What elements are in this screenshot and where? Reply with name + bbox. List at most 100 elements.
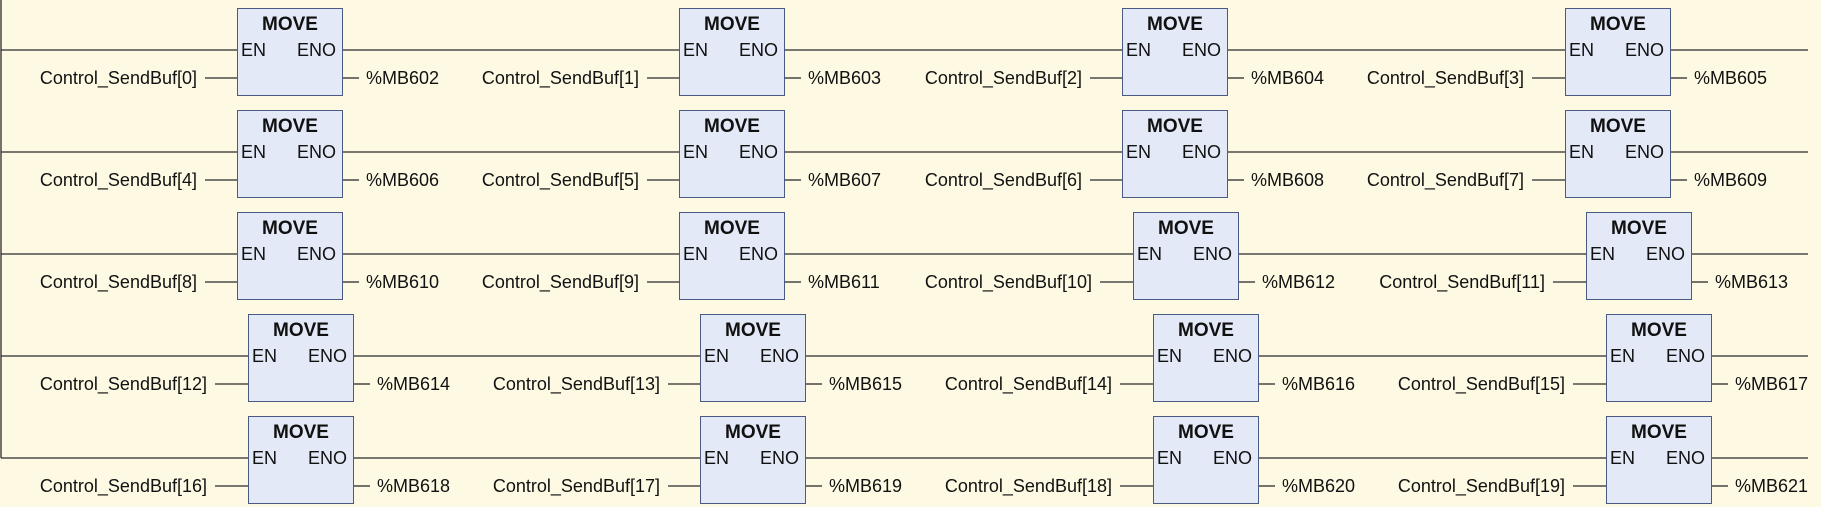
output-operand[interactable]: %MB612 — [1262, 272, 1336, 292]
move-block[interactable]: MOVE EN ENO — [1565, 110, 1671, 198]
output-operand[interactable]: %MB613 — [1715, 272, 1789, 292]
en-pin-label: EN — [704, 448, 730, 468]
eno-pin-label: ENO — [1665, 448, 1705, 468]
eno-pin-label: ENO — [759, 448, 799, 468]
input-operand[interactable]: Control_SendBuf[14] — [944, 374, 1112, 394]
output-operand[interactable]: %MB604 — [1251, 68, 1325, 88]
en-pin-label: EN — [241, 244, 267, 264]
output-operand[interactable]: %MB614 — [377, 374, 451, 394]
eno-pin-label: ENO — [738, 244, 778, 264]
en-pin-label: EN — [252, 346, 278, 366]
input-operand[interactable]: Control_SendBuf[6] — [924, 170, 1082, 190]
en-pin-label: EN — [252, 448, 278, 468]
move-block-title: MOVE — [1178, 422, 1234, 443]
move-block-title: MOVE — [1178, 320, 1234, 341]
input-operand[interactable]: Control_SendBuf[13] — [492, 374, 660, 394]
move-block-title: MOVE — [262, 116, 318, 137]
output-operand[interactable]: %MB607 — [808, 170, 882, 190]
move-block[interactable]: MOVE EN ENO — [700, 416, 806, 504]
output-operand[interactable]: %MB619 — [829, 476, 903, 496]
eno-pin-label: ENO — [1212, 346, 1252, 366]
output-operand[interactable]: %MB610 — [366, 272, 440, 292]
move-block[interactable]: MOVE EN ENO — [1153, 416, 1259, 504]
input-operand[interactable]: Control_SendBuf[0] — [39, 68, 197, 88]
eno-pin-label: ENO — [738, 142, 778, 162]
input-operand[interactable]: Control_SendBuf[12] — [39, 374, 207, 394]
input-operand[interactable]: Control_SendBuf[11] — [1379, 272, 1545, 292]
en-pin-label: EN — [1610, 346, 1636, 366]
input-operand[interactable]: Control_SendBuf[2] — [924, 68, 1082, 88]
move-block-title: MOVE — [262, 14, 318, 35]
en-pin-label: EN — [704, 346, 730, 366]
en-pin-label: EN — [1157, 448, 1183, 468]
output-operand[interactable]: %MB617 — [1735, 374, 1809, 394]
input-operand[interactable]: Control_SendBuf[18] — [944, 476, 1112, 496]
move-block-title: MOVE — [1158, 218, 1214, 239]
eno-pin-label: ENO — [296, 142, 336, 162]
input-operand[interactable]: Control_SendBuf[8] — [39, 272, 197, 292]
output-operand[interactable]: %MB616 — [1282, 374, 1356, 394]
en-pin-label: EN — [1590, 244, 1616, 264]
output-operand[interactable]: %MB615 — [829, 374, 903, 394]
eno-pin-label: ENO — [759, 346, 799, 366]
input-operand[interactable]: Control_SendBuf[7] — [1366, 170, 1524, 190]
input-operand[interactable]: Control_SendBuf[4] — [39, 170, 197, 190]
move-block-title: MOVE — [1590, 116, 1646, 137]
move-block-title: MOVE — [1147, 14, 1203, 35]
input-operand[interactable]: Control_SendBuf[15] — [1397, 374, 1565, 394]
eno-pin-label: ENO — [1192, 244, 1232, 264]
move-block-title: MOVE — [704, 116, 760, 137]
output-operand[interactable]: %MB605 — [1694, 68, 1768, 88]
output-operand[interactable]: %MB621 — [1735, 476, 1809, 496]
en-pin-label: EN — [1569, 142, 1595, 162]
eno-pin-label: ENO — [1212, 448, 1252, 468]
output-operand[interactable]: %MB602 — [366, 68, 440, 88]
input-operand[interactable]: Control_SendBuf[16] — [39, 476, 207, 496]
output-operand[interactable]: %MB620 — [1282, 476, 1356, 496]
move-block-title: MOVE — [725, 422, 781, 443]
eno-pin-label: ENO — [1624, 142, 1664, 162]
en-pin-label: EN — [1569, 40, 1595, 60]
eno-pin-label: ENO — [1181, 40, 1221, 60]
output-operand[interactable]: %MB606 — [366, 170, 440, 190]
output-operand[interactable]: %MB618 — [377, 476, 451, 496]
en-pin-label: EN — [1137, 244, 1163, 264]
en-pin-label: EN — [1126, 40, 1152, 60]
eno-pin-label: ENO — [296, 244, 336, 264]
input-operand[interactable]: Control_SendBuf[1] — [481, 68, 639, 88]
output-operand[interactable]: %MB608 — [1251, 170, 1325, 190]
output-operand[interactable]: %MB603 — [808, 68, 882, 88]
input-operand[interactable]: Control_SendBuf[5] — [481, 170, 639, 190]
move-block[interactable]: MOVE EN ENO — [1153, 314, 1259, 402]
move-block-title: MOVE — [704, 218, 760, 239]
move-block-title: MOVE — [704, 14, 760, 35]
output-operand[interactable]: %MB611 — [808, 272, 880, 292]
input-operand[interactable]: Control_SendBuf[9] — [481, 272, 639, 292]
input-operand[interactable]: Control_SendBuf[10] — [924, 272, 1092, 292]
en-pin-label: EN — [1157, 346, 1183, 366]
move-block[interactable]: MOVE EN ENO — [1122, 8, 1228, 96]
input-operand[interactable]: Control_SendBuf[19] — [1397, 476, 1565, 496]
input-operand[interactable]: Control_SendBuf[17] — [492, 476, 660, 496]
move-block[interactable]: MOVE EN ENO — [1133, 212, 1239, 300]
input-operand[interactable]: Control_SendBuf[3] — [1366, 68, 1524, 88]
en-pin-label: EN — [241, 40, 267, 60]
move-block-title: MOVE — [1590, 14, 1646, 35]
output-operand[interactable]: %MB609 — [1694, 170, 1768, 190]
